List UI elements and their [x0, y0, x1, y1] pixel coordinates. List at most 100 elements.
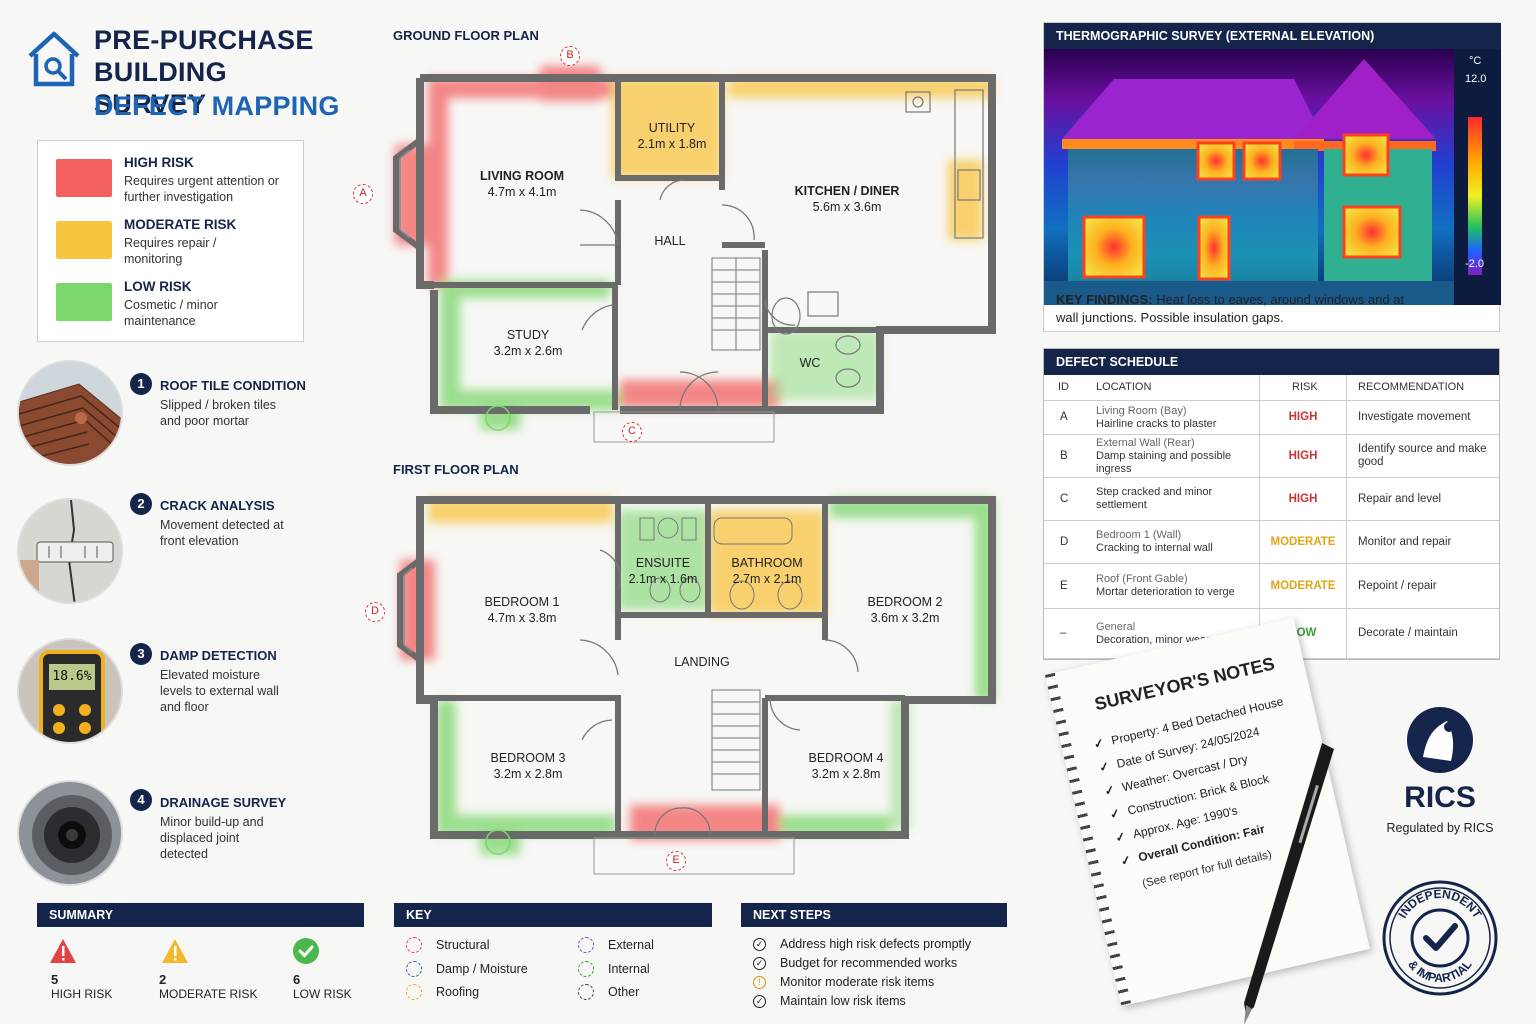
- defect-schedule: DEFECT SCHEDULE ID LOCATION RISK RECOMME…: [1043, 348, 1500, 660]
- inspection-list: 1 ROOF TILE CONDITION Slipped / broken t…: [0, 355, 320, 895]
- summary-panel: SUMMARY 5 HIGH RISK 2 MODERATE RISK 6 LO…: [37, 903, 364, 1013]
- defect-location-detail: Cracking to internal wall: [1096, 542, 1213, 554]
- next-step-item: Budget for recommended works: [780, 956, 958, 970]
- rics-logo: RICS Regulated by RICS: [1380, 705, 1500, 855]
- check-icon: ✓: [1097, 759, 1111, 775]
- next-step-item: Maintain low risk items: [780, 994, 906, 1008]
- independent-stamp: INDEPENDENT & IMPARTIAL: [1382, 880, 1498, 996]
- defect-location-area: Roof (Front Gable): [1096, 573, 1188, 585]
- check-circle-icon: ✓: [753, 995, 766, 1008]
- check-icon: ✓: [1108, 805, 1122, 822]
- high-risk-label: HIGH RISK: [124, 155, 194, 170]
- low-risk-desc: Cosmetic / minor maintenance: [124, 298, 218, 328]
- defect-location-detail: Damp staining and possible ingress: [1096, 449, 1232, 475]
- next-step-item: Address high risk defects promptly: [780, 937, 972, 951]
- findings-label: KEY FINDINGS:: [1056, 292, 1153, 307]
- room-hall: HALL: [654, 234, 686, 248]
- defect-table-header: ID LOCATION RISK RECOMMENDATION: [1044, 375, 1499, 401]
- defect-location-detail: Hairline cracks to plaster: [1096, 417, 1217, 430]
- inspection-number-4: 4: [130, 789, 152, 811]
- first-floor-plan: [397, 496, 996, 875]
- roof-tile-photo: [17, 360, 123, 466]
- defect-location: Step cracked and minor settlement: [1096, 478, 1256, 520]
- room-wc: WC: [799, 356, 821, 370]
- defect-recommendation: Identify source and make good: [1358, 443, 1487, 468]
- title-block: PRE-PURCHASE BUILDING SURVEY DEFECT MAPP…: [24, 24, 344, 124]
- defect-recommendation: Repoint / repair: [1358, 579, 1437, 592]
- moisture-meter-photo: 18.6%: [17, 638, 123, 744]
- defect-id: B: [1060, 449, 1068, 462]
- summary-title: SUMMARY: [49, 908, 114, 922]
- defect-row[interactable]: D Bedroom 1 (Wall)Cracking to internal wa…: [1044, 521, 1499, 564]
- defect-row[interactable]: E Roof (Front Gable)Mortar deterioration …: [1044, 564, 1499, 609]
- moderate-risk-swatch: [56, 221, 112, 259]
- key-label: Roofing: [436, 985, 480, 999]
- key-ring-icon: [578, 984, 594, 1000]
- key-title: KEY: [406, 908, 432, 922]
- crack-analysis-desc: Movement detected at front elevation: [160, 518, 284, 548]
- warning-icon: !: [753, 976, 766, 989]
- defect-location: Bedroom 1 (Wall)Cracking to internal wal…: [1096, 521, 1256, 563]
- defect-location-area: Bedroom 1 (Wall): [1096, 529, 1182, 541]
- findings-text: Heat loss to eaves, around windows and a…: [1056, 292, 1405, 325]
- roof-tile-desc: Slipped / broken tiles and poor mortar: [160, 398, 277, 428]
- defect-location: Living Room (Bay)Hairline cracks to plas…: [1096, 401, 1256, 434]
- inspection-number-1: 1: [130, 373, 152, 395]
- defect-location-area: General: [1096, 620, 1136, 633]
- header-location: LOCATION: [1096, 381, 1152, 393]
- defect-id: –: [1060, 627, 1067, 639]
- low-risk-check-icon: [293, 938, 319, 964]
- first-floor-title: FIRST FLOOR PLAN: [393, 462, 519, 477]
- key-ring-icon: [578, 937, 594, 953]
- defect-risk-badge: MODERATE: [1270, 579, 1336, 592]
- header-risk: RISK: [1292, 381, 1318, 393]
- key-ring-icon: [406, 961, 422, 977]
- crack-gauge-photo: [17, 498, 123, 604]
- rics-emblem-icon: [1407, 707, 1473, 773]
- marker-d[interactable]: D: [365, 602, 385, 622]
- damp-detection-desc: Elevated moisture levels to external wal…: [160, 668, 279, 714]
- defect-id: D: [1060, 535, 1069, 548]
- check-icon: ✓: [1103, 782, 1117, 799]
- marker-a[interactable]: A: [353, 184, 373, 204]
- key-ring-icon: [406, 984, 422, 1000]
- low-risk-swatch: [56, 283, 112, 321]
- low-risk-summary-label: LOW RISK: [293, 987, 352, 1001]
- drainage-survey-title: DRAINAGE SURVEY: [160, 795, 287, 810]
- next-steps-title: NEXT STEPS: [753, 908, 831, 922]
- title-line-1: PRE-PURCHASE: [94, 25, 314, 55]
- defect-risk-badge: MODERATE: [1270, 535, 1336, 548]
- drainage-camera-photo: [17, 780, 123, 886]
- moderate-risk-count: 2: [159, 972, 167, 987]
- defect-recommendation: Investigate movement: [1358, 411, 1471, 423]
- check-circle-icon: ✓: [753, 938, 766, 951]
- moderate-risk-desc: Requires repair / monitoring: [124, 236, 217, 266]
- marker-b[interactable]: B: [560, 46, 580, 66]
- risk-legend: HIGH RISK Requires urgent attention or f…: [37, 140, 304, 342]
- key-ring-icon: [578, 961, 594, 977]
- defect-id: E: [1060, 579, 1068, 592]
- defect-risk-badge: HIGH: [1288, 449, 1318, 462]
- marker-c[interactable]: C: [622, 422, 642, 442]
- check-icon: ✓: [1119, 852, 1133, 869]
- key-ring-icon: [406, 937, 422, 953]
- defect-recommendation: Decorate / maintain: [1358, 627, 1458, 639]
- defect-location: Roof (Front Gable)Mortar deterioration t…: [1096, 564, 1256, 608]
- rics-name: RICS: [1404, 781, 1476, 814]
- key-label: Structural: [436, 938, 490, 952]
- next-step-item: Monitor moderate risk items: [780, 975, 935, 989]
- defect-schedule-title: DEFECT SCHEDULE: [1044, 349, 1499, 375]
- defect-recommendation: Repair and level: [1358, 492, 1442, 505]
- marker-e[interactable]: E: [666, 851, 686, 871]
